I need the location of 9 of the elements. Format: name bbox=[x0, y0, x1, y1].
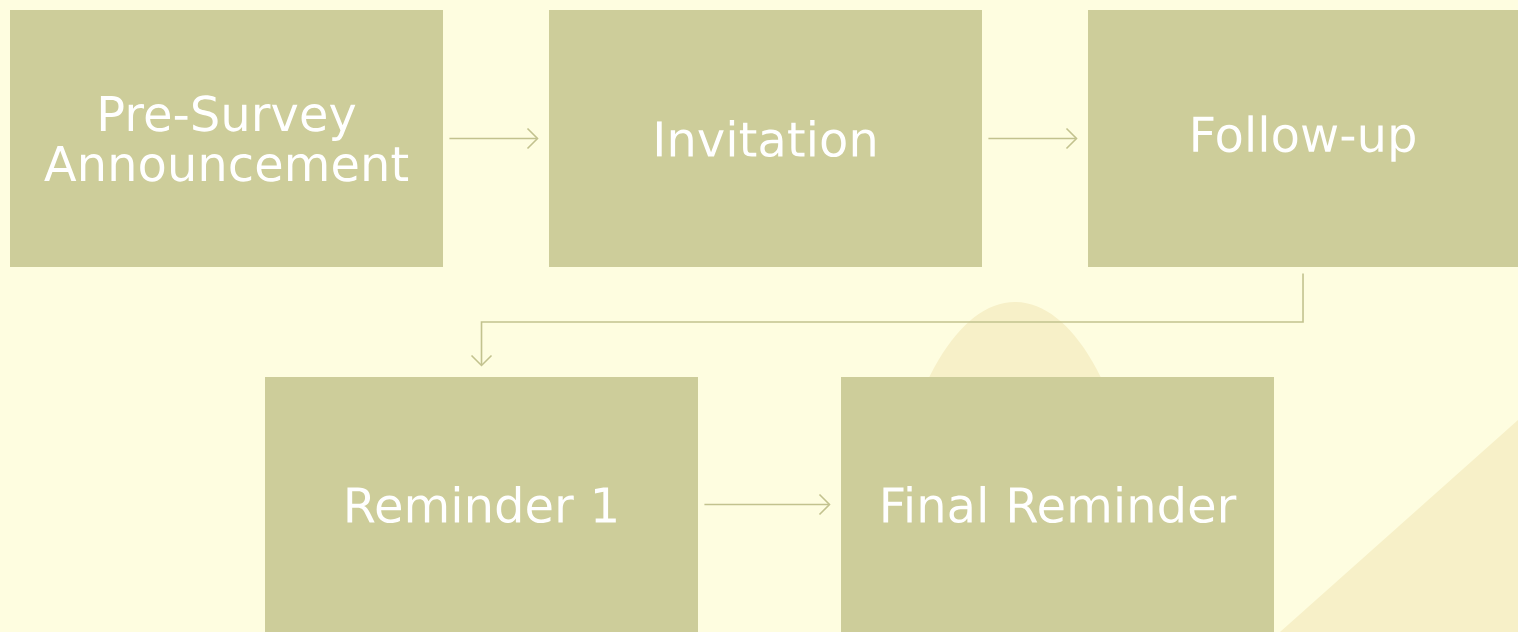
arrow bbox=[470, 272, 1304, 367]
arrow bbox=[448, 127, 539, 150]
process-box: Final Reminder bbox=[841, 377, 1274, 632]
process-box: Invitation bbox=[549, 10, 982, 267]
process-box: Reminder 1 bbox=[265, 377, 698, 632]
process-box: Pre-Survey Announcement bbox=[10, 10, 443, 267]
process-box: Follow-up bbox=[1088, 10, 1518, 267]
arrow bbox=[987, 127, 1078, 150]
arrow bbox=[703, 493, 831, 516]
